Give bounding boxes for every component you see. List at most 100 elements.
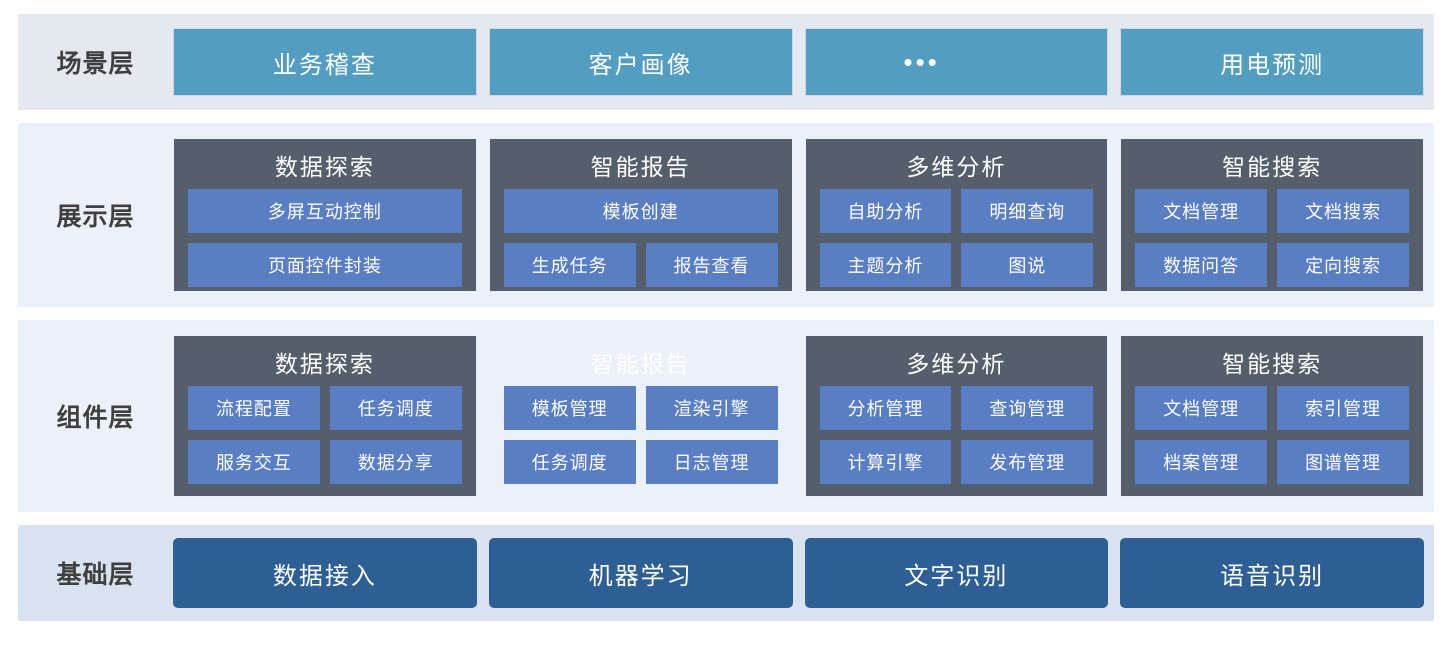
layer-label-component: 组件层 bbox=[56, 404, 135, 432]
presentation-chip-2-0-1[interactable]: 明细查询 bbox=[961, 189, 1094, 233]
component-card-body-3: 文档管理索引管理档案管理图谱管理 bbox=[1135, 386, 1409, 484]
layer-row-presentation: 展示层 数据探索多屏互动控制页面控件封装智能报告模板创建生成任务报告查看多维分析… bbox=[18, 123, 1434, 307]
presentation-card-group: 数据探索多屏互动控制页面控件封装智能报告模板创建生成任务报告查看多维分析自助分析… bbox=[173, 138, 1424, 292]
component-chip-3-1-1[interactable]: 图谱管理 bbox=[1277, 440, 1409, 484]
presentation-chip-0-1-0[interactable]: 页面控件封装 bbox=[188, 243, 462, 287]
component-card-title-1: 智能报告 bbox=[590, 351, 691, 377]
presentation-card-line-1-0: 模板创建 bbox=[503, 189, 778, 233]
scenario-col: 客户画像 bbox=[488, 28, 793, 96]
presentation-card-body-1: 模板创建生成任务报告查看 bbox=[503, 189, 778, 287]
presentation-card-0[interactable]: 数据探索多屏互动控制页面控件封装 bbox=[173, 138, 477, 292]
component-chip-1-0-0[interactable]: 模板管理 bbox=[503, 386, 636, 430]
component-chip-2-1-1[interactable]: 发布管理 bbox=[961, 440, 1094, 484]
component-chip-1-1-1[interactable]: 日志管理 bbox=[645, 440, 778, 484]
component-card-group: 数据探索流程配置任务调度服务交互数据分享智能报告模板管理渲染引擎任务调度日志管理… bbox=[173, 335, 1424, 497]
foundation-box-2[interactable]: 文字识别 bbox=[804, 538, 1109, 608]
component-col: 智能报告模板管理渲染引擎任务调度日志管理 bbox=[489, 335, 793, 497]
presentation-chip-3-0-0[interactable]: 文档管理 bbox=[1135, 189, 1268, 233]
component-chip-0-0-0[interactable]: 流程配置 bbox=[188, 386, 320, 430]
scenario-col: ••• bbox=[804, 28, 1109, 96]
component-card-title-3: 智能搜索 bbox=[1222, 351, 1323, 377]
presentation-chip-3-0-1[interactable]: 文档搜索 bbox=[1277, 189, 1409, 233]
presentation-card-body-3: 文档管理文档搜索数据问答定向搜索 bbox=[1135, 189, 1409, 287]
component-col: 多维分析分析管理查询管理计算引擎发布管理 bbox=[804, 335, 1109, 497]
presentation-card-line-0-0: 多屏互动控制 bbox=[188, 189, 462, 233]
layer-label-scenario: 场景层 bbox=[56, 50, 135, 78]
presentation-col: 多维分析自助分析明细查询主题分析图说 bbox=[804, 138, 1109, 292]
scenario-box-group: 业务稽查客户画像•••用电预测 bbox=[173, 28, 1424, 96]
component-chip-0-1-1[interactable]: 数据分享 bbox=[329, 440, 462, 484]
presentation-card-line-1-1: 生成任务报告查看 bbox=[503, 243, 778, 287]
component-col: 智能搜索文档管理索引管理档案管理图谱管理 bbox=[1120, 335, 1424, 497]
presentation-card-line-2-0: 自助分析明细查询 bbox=[819, 189, 1094, 233]
presentation-chip-3-1-1[interactable]: 定向搜索 bbox=[1277, 243, 1409, 287]
component-chip-3-0-1[interactable]: 索引管理 bbox=[1277, 386, 1409, 430]
presentation-col: 智能搜索文档管理文档搜索数据问答定向搜索 bbox=[1120, 138, 1424, 292]
presentation-card-body-2: 自助分析明细查询主题分析图说 bbox=[819, 189, 1094, 287]
component-card-title-0: 数据探索 bbox=[274, 351, 375, 377]
presentation-card-line-0-1: 页面控件封装 bbox=[188, 243, 462, 287]
presentation-chip-2-0-0[interactable]: 自助分析 bbox=[819, 189, 952, 233]
scenario-box-3[interactable]: 用电预测 bbox=[1120, 28, 1424, 96]
layer-label-presentation: 展示层 bbox=[56, 203, 135, 231]
scenario-box-1[interactable]: 客户画像 bbox=[488, 28, 793, 96]
presentation-chip-1-1-0[interactable]: 生成任务 bbox=[503, 243, 636, 287]
foundation-box-1[interactable]: 机器学习 bbox=[488, 538, 793, 608]
presentation-col: 数据探索多屏互动控制页面控件封装 bbox=[173, 138, 477, 292]
component-chip-2-1-0[interactable]: 计算引擎 bbox=[819, 440, 952, 484]
presentation-card-3[interactable]: 智能搜索文档管理文档搜索数据问答定向搜索 bbox=[1120, 138, 1424, 292]
component-chip-2-0-1[interactable]: 查询管理 bbox=[961, 386, 1094, 430]
component-card-1[interactable]: 智能报告模板管理渲染引擎任务调度日志管理 bbox=[489, 335, 793, 497]
presentation-card-line-3-1: 数据问答定向搜索 bbox=[1135, 243, 1409, 287]
component-card-line-3-0: 文档管理索引管理 bbox=[1135, 386, 1409, 430]
component-col: 数据探索流程配置任务调度服务交互数据分享 bbox=[173, 335, 477, 497]
foundation-col: 机器学习 bbox=[488, 538, 793, 608]
component-card-0[interactable]: 数据探索流程配置任务调度服务交互数据分享 bbox=[173, 335, 477, 497]
component-chip-3-0-0[interactable]: 文档管理 bbox=[1135, 386, 1268, 430]
component-card-3[interactable]: 智能搜索文档管理索引管理档案管理图谱管理 bbox=[1120, 335, 1424, 497]
component-card-line-2-1: 计算引擎发布管理 bbox=[819, 440, 1094, 484]
foundation-col: 语音识别 bbox=[1120, 538, 1424, 608]
presentation-card-1[interactable]: 智能报告模板创建生成任务报告查看 bbox=[488, 138, 793, 292]
presentation-chip-1-1-1[interactable]: 报告查看 bbox=[645, 243, 778, 287]
presentation-card-2[interactable]: 多维分析自助分析明细查询主题分析图说 bbox=[804, 138, 1109, 292]
foundation-box-0[interactable]: 数据接入 bbox=[173, 538, 477, 608]
presentation-card-title-1: 智能报告 bbox=[590, 154, 691, 180]
component-chip-3-1-0[interactable]: 档案管理 bbox=[1135, 440, 1268, 484]
foundation-col: 文字识别 bbox=[804, 538, 1109, 608]
component-card-body-2: 分析管理查询管理计算引擎发布管理 bbox=[819, 386, 1094, 484]
component-chip-1-0-1[interactable]: 渲染引擎 bbox=[645, 386, 778, 430]
layer-row-scenario: 场景层 业务稽查客户画像•••用电预测 bbox=[18, 14, 1434, 110]
presentation-card-line-3-0: 文档管理文档搜索 bbox=[1135, 189, 1409, 233]
presentation-chip-2-1-1[interactable]: 图说 bbox=[961, 243, 1094, 287]
presentation-card-title-3: 智能搜索 bbox=[1222, 154, 1323, 180]
scenario-box-0[interactable]: 业务稽查 bbox=[173, 28, 477, 96]
component-chip-0-0-1[interactable]: 任务调度 bbox=[329, 386, 462, 430]
layer-row-component: 组件层 数据探索流程配置任务调度服务交互数据分享智能报告模板管理渲染引擎任务调度… bbox=[18, 320, 1434, 512]
component-chip-0-1-0[interactable]: 服务交互 bbox=[188, 440, 320, 484]
component-card-line-1-0: 模板管理渲染引擎 bbox=[503, 386, 778, 430]
component-card-body-1: 模板管理渲染引擎任务调度日志管理 bbox=[503, 386, 778, 484]
presentation-card-line-2-1: 主题分析图说 bbox=[819, 243, 1094, 287]
component-card-title-2: 多维分析 bbox=[906, 351, 1007, 377]
layer-row-foundation: 基础层 数据接入机器学习文字识别语音识别 bbox=[18, 525, 1434, 621]
presentation-chip-3-1-0[interactable]: 数据问答 bbox=[1135, 243, 1268, 287]
component-card-line-3-1: 档案管理图谱管理 bbox=[1135, 440, 1409, 484]
presentation-chip-2-1-0[interactable]: 主题分析 bbox=[819, 243, 952, 287]
scenario-box-2[interactable]: ••• bbox=[804, 28, 1109, 96]
presentation-card-body-0: 多屏互动控制页面控件封装 bbox=[188, 189, 462, 287]
foundation-col: 数据接入 bbox=[173, 538, 477, 608]
presentation-chip-0-0-0[interactable]: 多屏互动控制 bbox=[188, 189, 462, 233]
component-card-line-2-0: 分析管理查询管理 bbox=[819, 386, 1094, 430]
component-chip-2-0-0[interactable]: 分析管理 bbox=[819, 386, 952, 430]
component-chip-1-1-0[interactable]: 任务调度 bbox=[503, 440, 636, 484]
presentation-card-title-2: 多维分析 bbox=[906, 154, 1007, 180]
scenario-col: 业务稽查 bbox=[173, 28, 477, 96]
component-card-line-0-0: 流程配置任务调度 bbox=[188, 386, 462, 430]
foundation-box-3[interactable]: 语音识别 bbox=[1120, 538, 1424, 608]
component-card-2[interactable]: 多维分析分析管理查询管理计算引擎发布管理 bbox=[804, 335, 1109, 497]
presentation-chip-1-0-0[interactable]: 模板创建 bbox=[503, 189, 778, 233]
layer-label-foundation: 基础层 bbox=[56, 561, 135, 589]
foundation-box-group: 数据接入机器学习文字识别语音识别 bbox=[173, 538, 1424, 608]
presentation-col: 智能报告模板创建生成任务报告查看 bbox=[488, 138, 793, 292]
